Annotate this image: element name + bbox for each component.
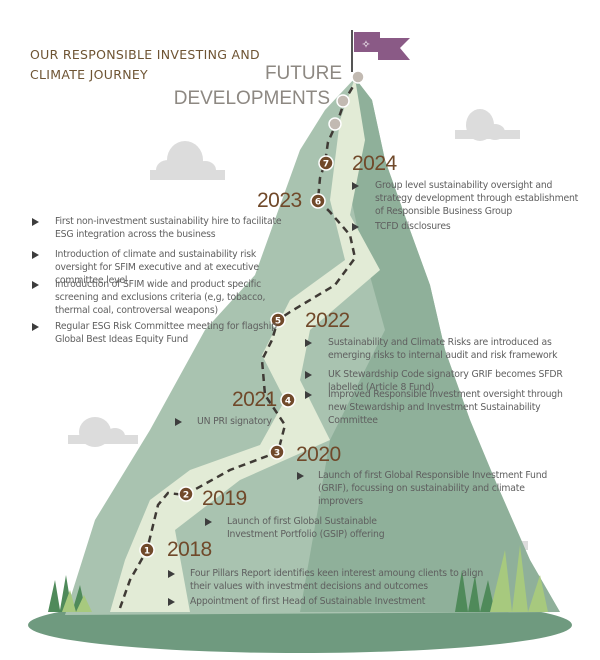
bullet-arrow-icon [32, 281, 39, 289]
bullet-arrow-icon [175, 418, 182, 426]
year-2021: 2021 [232, 388, 277, 411]
svg-text:5: 5 [275, 317, 281, 327]
milestone-item: Introduction of climate and sustainabili… [55, 249, 259, 286]
bullet-arrow-icon [205, 518, 212, 526]
milestone-item: Launch of first Global Sustainable Inves… [227, 516, 385, 540]
cloud-icon [68, 417, 138, 447]
year-2024: 2024 [352, 152, 397, 175]
bullet-arrow-icon [32, 251, 39, 259]
milestone-item: UN PRI signatory [197, 416, 272, 427]
year-2019: 2019 [202, 487, 247, 510]
bullet-arrow-icon [297, 472, 304, 480]
future-markers [328, 70, 365, 131]
svg-text:✧: ✧ [361, 38, 370, 51]
bullet-arrow-icon [32, 218, 39, 226]
svg-text:6: 6 [315, 198, 321, 208]
milestone-item: Appointment of first Head of Sustainable… [190, 596, 426, 607]
year-2022: 2022 [305, 309, 350, 332]
milestone-marker-7: 7 [318, 155, 334, 171]
milestone-item: Sustainability and Climate Risks are int… [328, 337, 558, 361]
svg-text:2: 2 [183, 491, 189, 501]
milestone-marker-1: 1 [139, 542, 155, 558]
svg-text:7: 7 [323, 160, 329, 170]
milestone-item: Introduction of SFIM wide and product sp… [55, 279, 266, 316]
cloud-icon [455, 109, 520, 141]
milestone-item: Group level sustainability oversight and… [375, 180, 579, 217]
bullet-arrow-icon [352, 223, 359, 231]
year-2023: 2023 [257, 189, 302, 212]
milestone-marker-3: 3 [269, 444, 285, 460]
svg-text:3: 3 [274, 449, 280, 459]
milestone-item: Four Pillars Report identifies keen inte… [190, 568, 484, 592]
bullet-arrow-icon [32, 323, 39, 331]
future-label: FUTURE [264, 63, 342, 84]
cloud-icon [150, 141, 225, 180]
bullet-arrow-icon [352, 182, 359, 190]
milestone-marker-4: 4 [280, 392, 296, 408]
milestone-item: Improved Responsible Investment oversigh… [328, 389, 563, 426]
milestone-item: UK Stewardship Code signatory GRIF becom… [328, 369, 563, 393]
developments-label: DEVELOPMENTS [173, 88, 330, 109]
milestone-marker-2: 2 [178, 486, 194, 502]
milestone-item: Regular ESG Risk Committee meeting for f… [55, 321, 277, 345]
flag-icon [354, 32, 410, 60]
milestone-marker-6: 6 [310, 193, 326, 209]
svg-text:1: 1 [144, 547, 150, 557]
year-2020: 2020 [296, 443, 341, 466]
bullet-arrow-icon [168, 598, 175, 606]
bullet-arrow-icon [305, 371, 312, 379]
milestone-item: TCFD disclosures [375, 221, 451, 232]
bullet-arrow-icon [168, 570, 175, 578]
milestone-item: First non-investment sustainability hire… [55, 216, 282, 240]
bullet-arrow-icon [305, 339, 312, 347]
year-2018: 2018 [167, 538, 212, 561]
milestone-item: Launch of first Global Responsible Inves… [318, 470, 548, 507]
svg-text:4: 4 [285, 397, 291, 407]
bullet-arrow-icon [305, 391, 312, 399]
grass [48, 570, 495, 612]
milestone-marker-5: 5 [270, 312, 286, 328]
